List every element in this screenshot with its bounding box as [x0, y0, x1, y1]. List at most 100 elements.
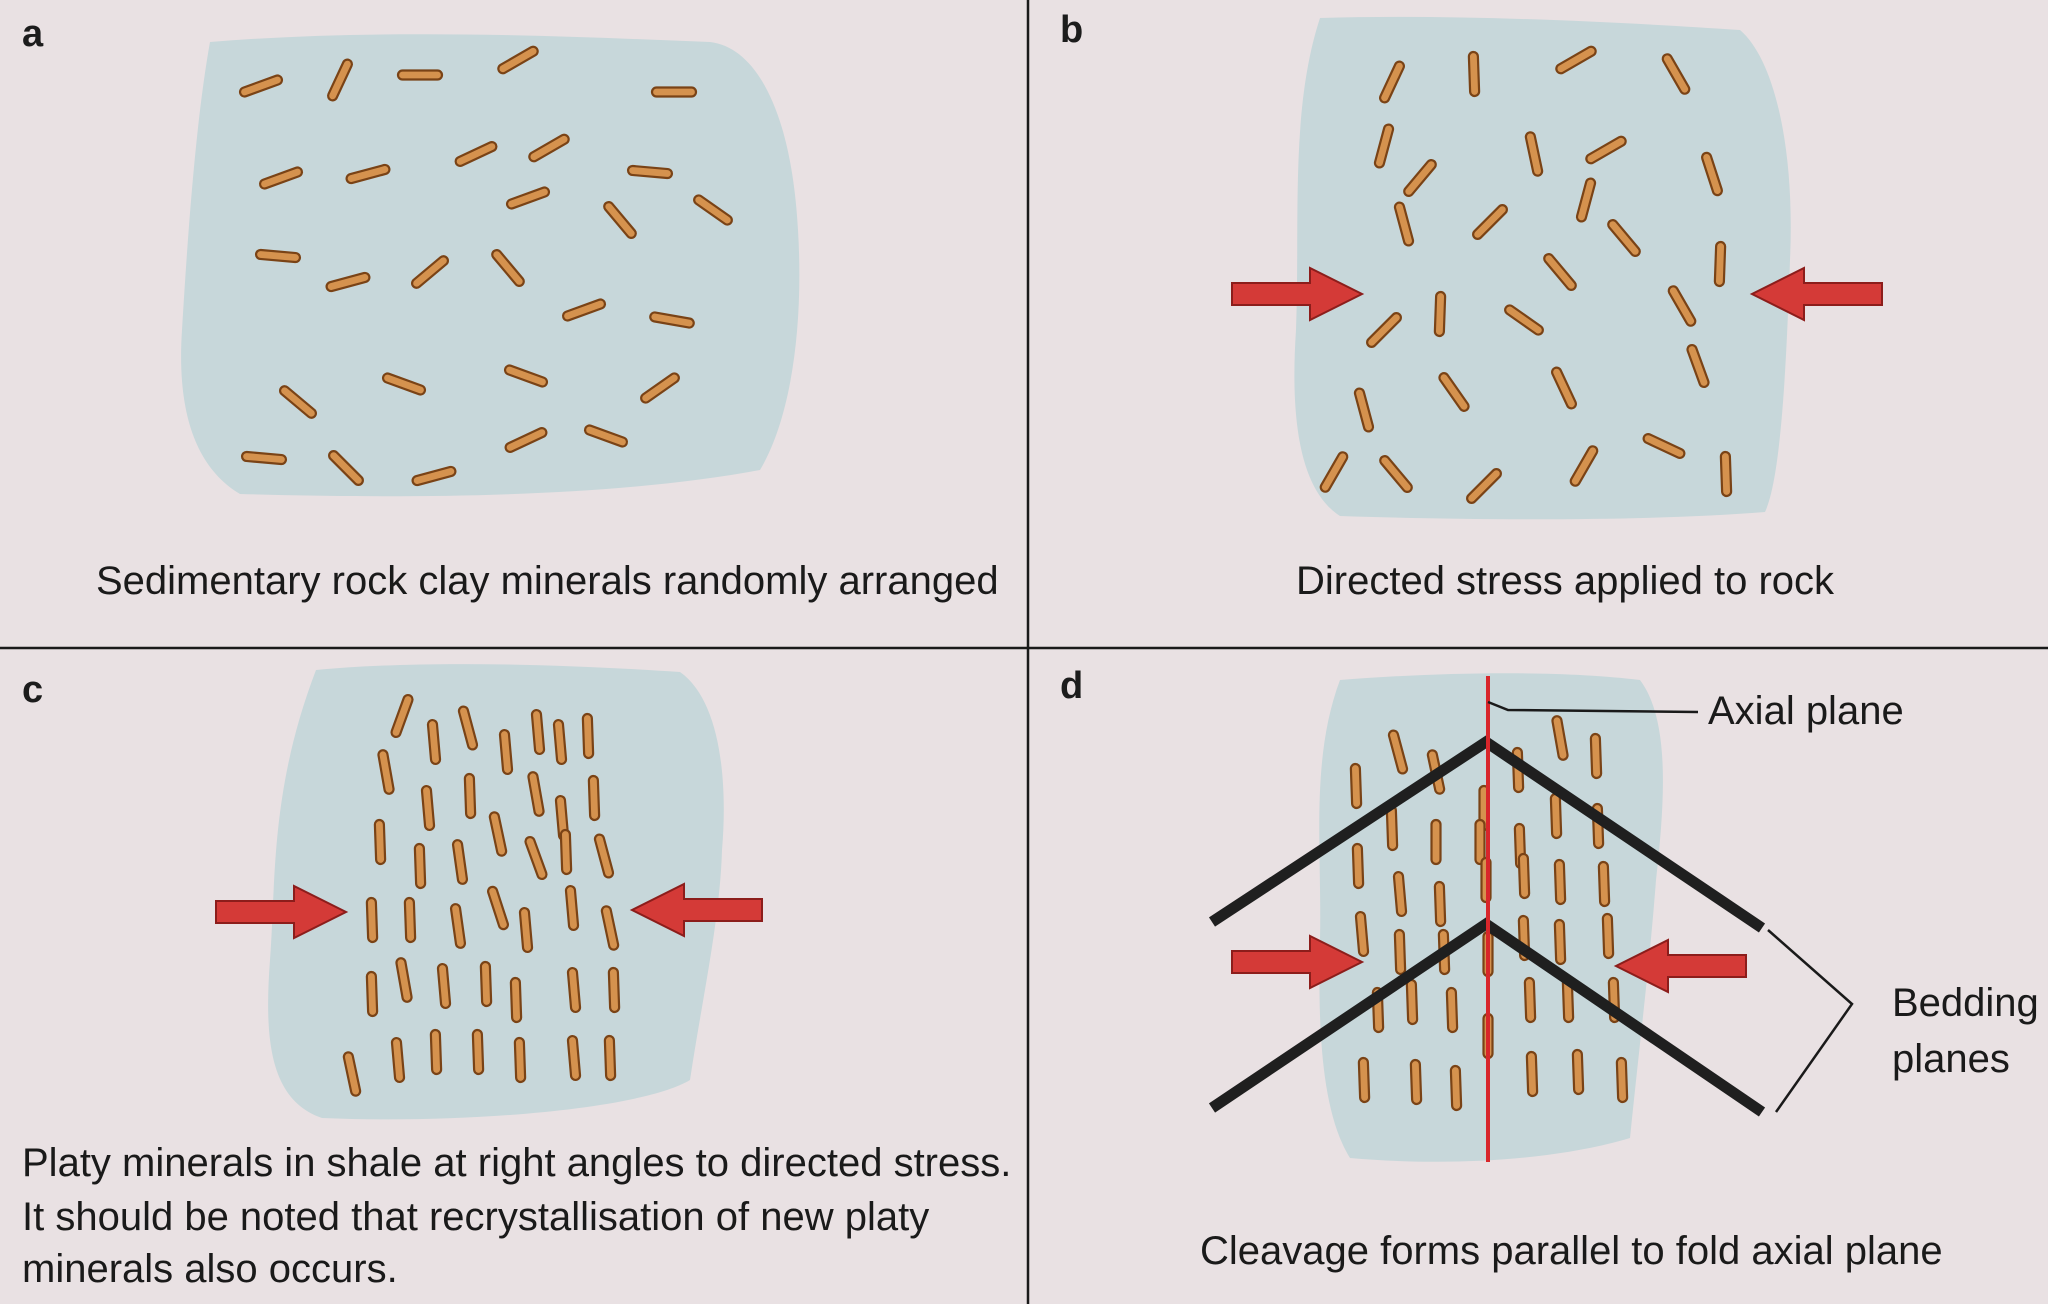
mineral-grain — [327, 58, 353, 102]
mineral-grain — [463, 772, 477, 820]
mineral-grain — [566, 966, 582, 1014]
mineral-grain — [1351, 842, 1365, 890]
mineral-grain — [1357, 1056, 1371, 1104]
mineral-grain — [1642, 433, 1686, 459]
mineral-grain — [1349, 762, 1363, 810]
mineral-grain — [587, 774, 601, 822]
arrow-left-panel-b — [1749, 266, 1883, 322]
mineral-grain — [518, 906, 534, 954]
panel-letter-c: c — [22, 669, 43, 711]
mineral-grain — [1524, 131, 1544, 177]
mineral-grain — [1523, 976, 1537, 1024]
mineral-grain — [1393, 928, 1407, 976]
mineral-grain — [254, 248, 302, 264]
mineral-grain — [509, 976, 523, 1024]
mineral-grain — [1585, 135, 1627, 165]
arrow-right-panel-b — [1231, 266, 1365, 322]
minerals-panel-a — [238, 45, 733, 487]
mineral-grain — [564, 884, 580, 932]
mineral-grain — [1551, 715, 1569, 761]
mineral-grain — [325, 271, 371, 293]
mineral-grain — [491, 248, 525, 288]
mineral-grain — [471, 1028, 485, 1076]
mineral-grain — [505, 186, 551, 210]
mineral-grain — [497, 45, 539, 75]
mineral-grain — [258, 166, 304, 190]
mineral-grain — [524, 835, 548, 881]
mineral-grain — [504, 427, 548, 453]
mineral-grain — [503, 364, 549, 388]
mineral-grain — [1525, 1050, 1539, 1098]
mineral-grain — [1589, 732, 1603, 780]
mineral-grain — [1387, 729, 1409, 775]
mineral-grain — [1433, 290, 1447, 338]
mineral-grain — [1597, 860, 1611, 908]
mineral-grain — [498, 728, 514, 776]
mineral-grain — [403, 896, 417, 944]
arrow-right-panel-d — [1231, 934, 1365, 990]
mineral-grain — [528, 133, 570, 163]
caption-c-line3: minerals also occurs. — [22, 1247, 398, 1291]
mineral-grain — [1379, 454, 1413, 494]
bedding-planes-bracket — [1767, 929, 1854, 1113]
bedding-planes-label-line1: Bedding — [1892, 981, 2039, 1025]
axial-plane-label: Axial plane — [1708, 689, 1904, 733]
caption-c-line1: Platy minerals in shale at right angles … — [22, 1141, 1011, 1185]
mineral-grain — [649, 311, 695, 329]
axial-plane-leader — [1487, 700, 1699, 714]
mineral-grain — [377, 749, 395, 795]
mineral-grain — [328, 450, 364, 486]
mineral-grain — [457, 705, 479, 751]
arrow-left-panel-d — [1613, 938, 1747, 994]
mineral-grain — [238, 74, 284, 98]
arrow-right-panel-c — [215, 884, 349, 940]
mineral-grain — [1319, 451, 1349, 493]
caption-a: Sedimentary rock clay minerals randomly … — [96, 559, 999, 603]
mineral-grain — [1661, 53, 1691, 95]
mineral-grain — [1700, 151, 1724, 197]
mineral-grain — [1601, 912, 1615, 960]
mineral-grain — [640, 372, 680, 404]
mineral-grain — [1555, 45, 1597, 75]
panel-letter-d: d — [1060, 665, 1083, 707]
mineral-grain — [1366, 312, 1402, 348]
mineral-grain — [1571, 1048, 1585, 1096]
mineral-grain — [390, 693, 414, 739]
mineral-grain — [513, 1036, 527, 1084]
mineral-grain — [566, 1034, 582, 1082]
mineral-grain — [436, 962, 452, 1010]
mineral-grain — [1449, 1064, 1463, 1112]
mineral-grain — [381, 372, 427, 396]
mineral-grain — [240, 450, 288, 466]
mineral-grain — [345, 163, 391, 185]
mineral-grain — [1472, 204, 1508, 240]
mineral-grain — [626, 164, 674, 180]
caption-d: Cleavage forms parallel to fold axial pl… — [1200, 1229, 1943, 1273]
mineral-grain — [1543, 252, 1577, 292]
mineral-grain — [396, 69, 444, 81]
mineral-grain — [1392, 870, 1408, 918]
mineral-grain — [559, 828, 573, 876]
mineral-grain — [411, 465, 457, 487]
mineral-grain — [429, 1028, 443, 1076]
mineral-grain — [1445, 986, 1459, 1034]
mineral-grain — [410, 255, 450, 289]
mineral-grain — [1403, 158, 1437, 198]
mineral-grain — [1667, 285, 1697, 327]
mineral-grain — [603, 200, 637, 240]
mineral-grain — [1713, 240, 1727, 288]
mineral-grain — [451, 839, 469, 885]
mineral-grain — [1438, 372, 1470, 412]
mineral-grain — [1373, 123, 1395, 169]
mineral-grain — [1615, 1056, 1629, 1104]
mineral-grain — [552, 718, 568, 766]
mineral-grain — [449, 903, 467, 949]
rock-blob-a — [181, 34, 800, 497]
stress-arrows — [215, 266, 1883, 994]
panel-letter-a: a — [22, 13, 44, 55]
mineral-grain — [1409, 1058, 1423, 1106]
mineral-grain — [1575, 177, 1597, 223]
mineral-grain — [1569, 445, 1599, 487]
mineral-grain — [413, 842, 427, 890]
